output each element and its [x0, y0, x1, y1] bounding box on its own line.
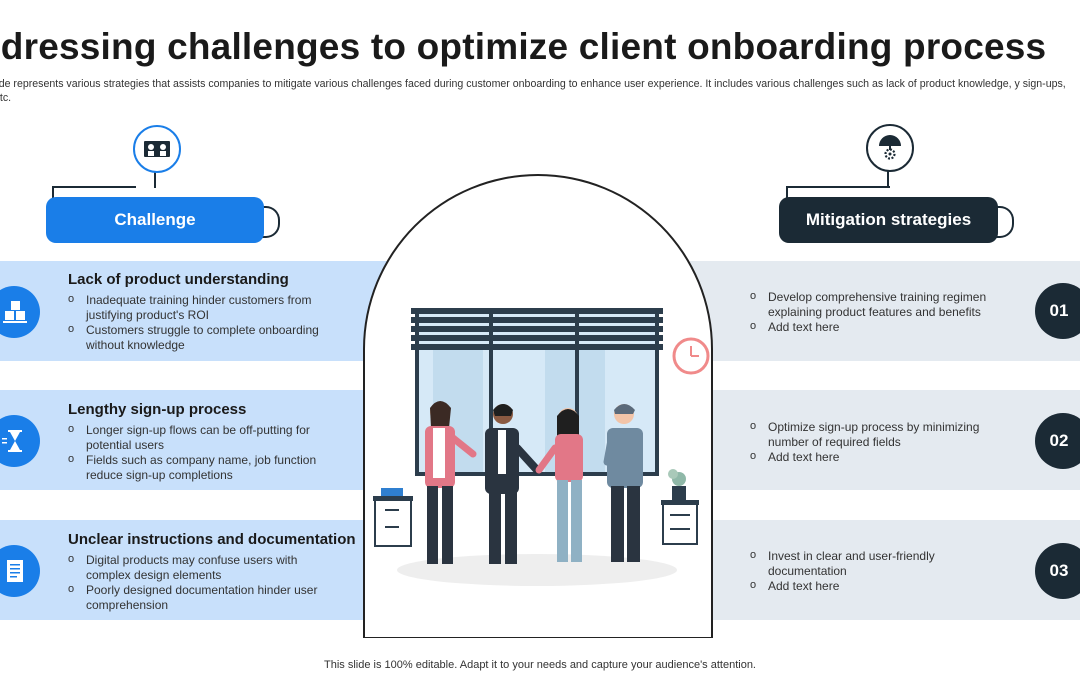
strategy-1-point-2: Add text here [750, 319, 1000, 335]
challenge-points-1: Inadequate training hinder customers fro… [68, 292, 330, 353]
umbrella-gear-icon [866, 124, 914, 172]
mitigation-connector [786, 186, 890, 204]
strategy-points-2: Optimize sign-up process by minimizing n… [750, 419, 1000, 465]
strategy-points-3: Invest in clear and user-friendly docume… [750, 548, 1000, 594]
strategy-points-1: Develop comprehensive training regimen e… [750, 289, 1000, 335]
strategy-3-point-2: Add text here [750, 578, 1000, 594]
strategy-3-point-1: Invest in clear and user-friendly docume… [750, 548, 1000, 579]
office-illustration-arch [363, 174, 713, 638]
mitigation-header: Mitigation strategies [779, 197, 998, 243]
challenge-connector-stem [154, 170, 156, 188]
document-icon [0, 545, 40, 597]
strategy-1-point-1: Develop comprehensive training regimen e… [750, 289, 1000, 320]
challenge-3-point-1: Digital products may confuse users with … [68, 552, 330, 583]
strategy-number-2: 02 [1035, 413, 1080, 469]
office-handshake-illustration [373, 308, 710, 586]
strategy-2-point-2: Add text here [750, 449, 1000, 465]
slide-subtitle: lide represents various strategies that … [0, 78, 1066, 104]
strategy-number-1: 01 [1035, 283, 1080, 339]
challenge-heading-3: Unclear instructions and documentation [68, 531, 356, 548]
challenge-3-point-2: Poorly designed documentation hinder use… [68, 582, 330, 613]
slide-title: ddressing challenges to optimize client … [0, 26, 1047, 67]
product-boxes-icon [0, 286, 40, 338]
challenge-2-point-2: Fields such as company name, job functio… [68, 452, 330, 483]
challenge-1-point-2: Customers struggle to complete onboardin… [68, 322, 330, 353]
strategy-number-3: 03 [1035, 543, 1080, 599]
team-icon [133, 125, 181, 173]
challenge-points-3: Digital products may confuse users with … [68, 552, 330, 613]
challenge-2-point-1: Longer sign-up flows can be off-putting … [68, 422, 330, 453]
mitigation-connector-stem [887, 168, 889, 188]
challenge-points-2: Longer sign-up flows can be off-putting … [68, 422, 330, 483]
strategy-2-point-1: Optimize sign-up process by minimizing n… [750, 419, 1000, 450]
challenge-header: Challenge [46, 197, 264, 243]
challenge-1-point-1: Inadequate training hinder customers fro… [68, 292, 330, 323]
slide-footer: This slide is 100% editable. Adapt it to… [324, 659, 756, 671]
challenge-heading-2: Lengthy sign-up process [68, 401, 247, 418]
challenge-heading-1: Lack of product understanding [68, 271, 289, 288]
challenge-connector [52, 186, 136, 204]
hourglass-icon [0, 415, 40, 467]
